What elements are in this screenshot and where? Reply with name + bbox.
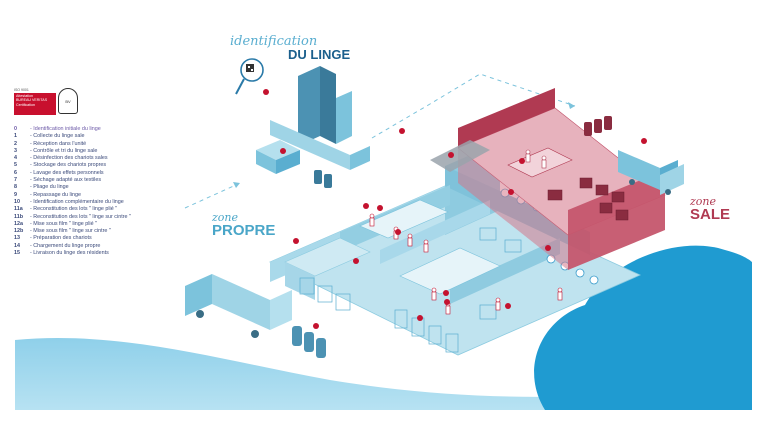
certification-seal-icon: BV: [58, 88, 78, 114]
zone-dirty-bold: SALE: [690, 207, 730, 222]
legend-item: 3- Contrôle et tri du linge sale: [14, 148, 194, 155]
legend-item: 11b- Reconstitution des lots " linge sur…: [14, 214, 194, 221]
magnifier-qr-icon: [236, 59, 263, 94]
marker-9: [395, 229, 401, 235]
identification-title: identification DU LINGE: [230, 36, 350, 62]
marker-2: [641, 138, 647, 144]
marker-12a: [417, 315, 423, 321]
marker-7: [545, 245, 551, 251]
legend-item: 12b- Mise sous film " linge sur cintre ": [14, 228, 194, 235]
marker-0: [263, 89, 269, 95]
marker-6: [508, 189, 514, 195]
process-legend: 0- Identification initiale du linge 1- C…: [14, 126, 194, 257]
marker-11b: [377, 205, 383, 211]
legend-item: 13- Préparation des chariots: [14, 235, 194, 242]
clean-truck: [185, 274, 292, 338]
certification-badge: ISO 9001 Attestation BUREAU VERITAS Cert…: [14, 88, 78, 114]
legend-item: 15- Livraison du linge des résidents: [14, 250, 194, 257]
legend-item: 14- Chargement du linge propre: [14, 243, 194, 250]
marker-8: [505, 303, 511, 309]
legend-item: 12a- Mise sous film " linge plié ": [14, 221, 194, 228]
legend-item: 2- Réception dans l'unité: [14, 141, 194, 148]
legend-item: 7- Séchage adapté aux textiles: [14, 177, 194, 184]
certification-box: Attestation BUREAU VERITAS Certification: [14, 93, 56, 115]
legend-item: 11a- Reconstitution des lots " linge pli…: [14, 206, 194, 213]
marker-12b: [444, 299, 450, 305]
flow-arrow-left-head: [233, 182, 240, 188]
legend-item: 9- Repassage du linge: [14, 192, 194, 199]
identification-carts: [314, 170, 332, 188]
identification-title-script: identification: [230, 36, 350, 47]
legend-item: 5- Stockage des chariots propres: [14, 162, 194, 169]
marker-10: [353, 258, 359, 264]
identification-title-bold: DU LINGE: [288, 47, 350, 62]
clean-cart-cylinders: [292, 326, 326, 358]
legend-item: 1- Collecte du linge sale: [14, 133, 194, 140]
dirty-laundry-bags: [584, 116, 612, 136]
marker-5: [293, 238, 299, 244]
legend-item: 0- Identification initiale du linge: [14, 126, 194, 133]
flow-arrow-top-head: [568, 102, 575, 109]
legend-item: 10- Identification complémentaire du lin…: [14, 199, 194, 206]
legend-item: 4- Désinfection des chariots sales: [14, 155, 194, 162]
zone-clean-label: zone PROPRE: [212, 212, 275, 238]
marker-11a: [443, 290, 449, 296]
marker-14: [313, 323, 319, 329]
zone-dirty-label: zone SALE: [690, 196, 730, 222]
marker-13: [363, 203, 369, 209]
marker-15: [280, 148, 286, 154]
legend-item: 6- Lavage des effets personnels: [14, 170, 194, 177]
marker-1: [399, 128, 405, 134]
marker-4: [448, 152, 454, 158]
legend-item: 8- Pliage du linge: [14, 184, 194, 191]
zone-clean-bold: PROPRE: [212, 223, 275, 238]
marker-3: [519, 158, 525, 164]
